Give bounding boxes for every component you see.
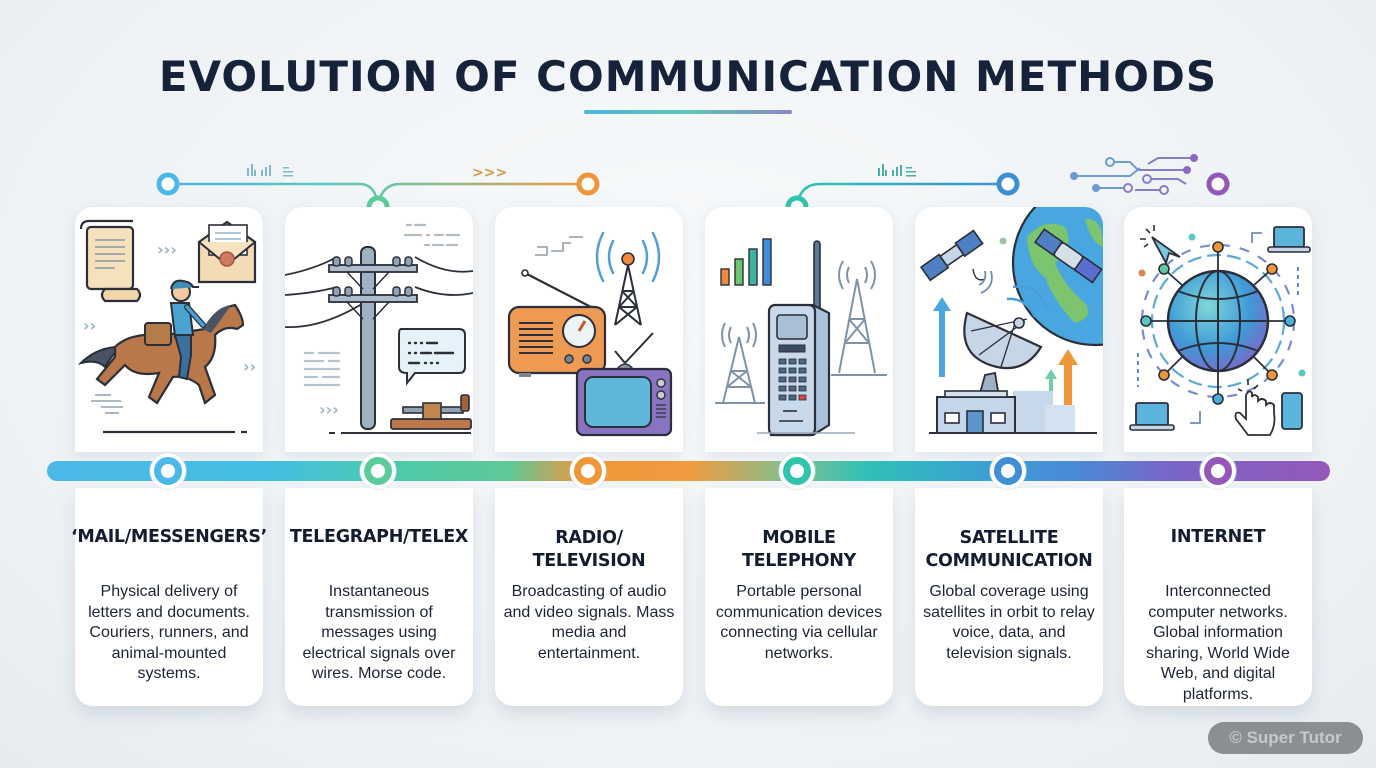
- card-title-mobile: MOBILE TELEPHONY: [711, 526, 887, 574]
- card-mail: ‘MAIL/MESSENGERS’ Physical delivery of l…: [71, 488, 267, 706]
- radio-tv-icon: [507, 231, 673, 437]
- svg-text:››: ››: [83, 316, 96, 335]
- timeline-bar: [47, 461, 1330, 481]
- card-internet: INTERNET Interconnected computer network…: [1124, 488, 1312, 706]
- telegraph-pole-icon: ›››: [285, 223, 473, 434]
- page-title: EVOLUTION OF COMMUNICATION METHODS: [158, 52, 1218, 101]
- card-satellite-illustration: [915, 207, 1103, 452]
- top-node-satellite: [996, 172, 1020, 196]
- timeline-node-satellite: [990, 453, 1026, 489]
- globe-network-icon: [1129, 225, 1311, 436]
- card-title-telegraph: TELEGRAPH/TELEX: [289, 527, 469, 547]
- top-node-radio: [576, 172, 600, 196]
- chevrons-icon: >>>: [472, 165, 507, 181]
- brick-phone-icon: [715, 238, 887, 437]
- top-node-internet: [1206, 172, 1230, 196]
- svg-text:››: ››: [243, 357, 256, 376]
- card-description-satellite: Global coverage using satellites in orbi…: [923, 583, 1095, 662]
- svg-text:›››: ›››: [319, 400, 339, 419]
- card-title-radio: RADIO/ TELEVISION: [501, 526, 677, 574]
- card-satellite: SATELLITE COMMUNICATION Global coverage …: [915, 488, 1103, 706]
- card-telegraph-illustration: ›››: [285, 207, 473, 452]
- card-description-telegraph: Instantaneous transmission of messages u…: [302, 583, 456, 682]
- timeline-node-mobile: [779, 453, 815, 489]
- card-mobile-illustration: [705, 207, 893, 452]
- card-title-mobile-line2: TELEPHONY: [742, 551, 856, 571]
- title-underline: [584, 110, 792, 114]
- card-description-internet: Interconnected computer networks. Global…: [1146, 583, 1290, 703]
- card-title-satellite-line1: SATELLITE: [959, 528, 1059, 548]
- timeline-node-mail: [150, 453, 186, 489]
- signal-bars-icon: [247, 164, 293, 177]
- card-radio: RADIO/ TELEVISION Broadcasting of audio …: [495, 488, 683, 706]
- horse-rider-icon: ››› ›› ››: [77, 219, 256, 434]
- card-mail-illustration: ››› ›› ››: [75, 207, 263, 452]
- card-telegraph: TELEGRAPH/TELEX Instantaneous transmissi…: [285, 488, 473, 706]
- timeline-node-internet: [1200, 453, 1236, 489]
- card-title-radio-line1: RADIO/: [555, 528, 623, 548]
- watermark-badge: © Super Tutor: [1208, 722, 1363, 754]
- card-mobile: MOBILE TELEPHONY Portable personal commu…: [705, 488, 893, 706]
- card-radio-illustration: [495, 207, 683, 452]
- satellite-dish-icon: [919, 207, 1103, 434]
- top-node-mail: [156, 172, 180, 196]
- timeline-node-telegraph: [360, 453, 396, 489]
- card-description-radio: Broadcasting of audio and video signals.…: [503, 583, 675, 662]
- card-title-satellite: SATELLITE COMMUNICATION: [921, 526, 1097, 574]
- card-internet-illustration: [1124, 207, 1312, 452]
- timeline-node-radio: [570, 453, 606, 489]
- card-description-mobile: Portable personal communication devices …: [715, 583, 883, 662]
- card-title-radio-line2: TELEVISION: [532, 551, 646, 571]
- card-title-internet: INTERNET: [1170, 527, 1266, 547]
- svg-text:›››: ›››: [157, 240, 177, 259]
- card-title-satellite-line2: COMMUNICATION: [925, 551, 1093, 571]
- card-title-mail: ‘MAIL/MESSENGERS’: [71, 527, 267, 547]
- circuit-traces-icon: [1070, 154, 1198, 195]
- card-title-mobile-line1: MOBILE: [762, 528, 836, 548]
- card-description-mail: Physical delivery of letters and documen…: [88, 583, 250, 682]
